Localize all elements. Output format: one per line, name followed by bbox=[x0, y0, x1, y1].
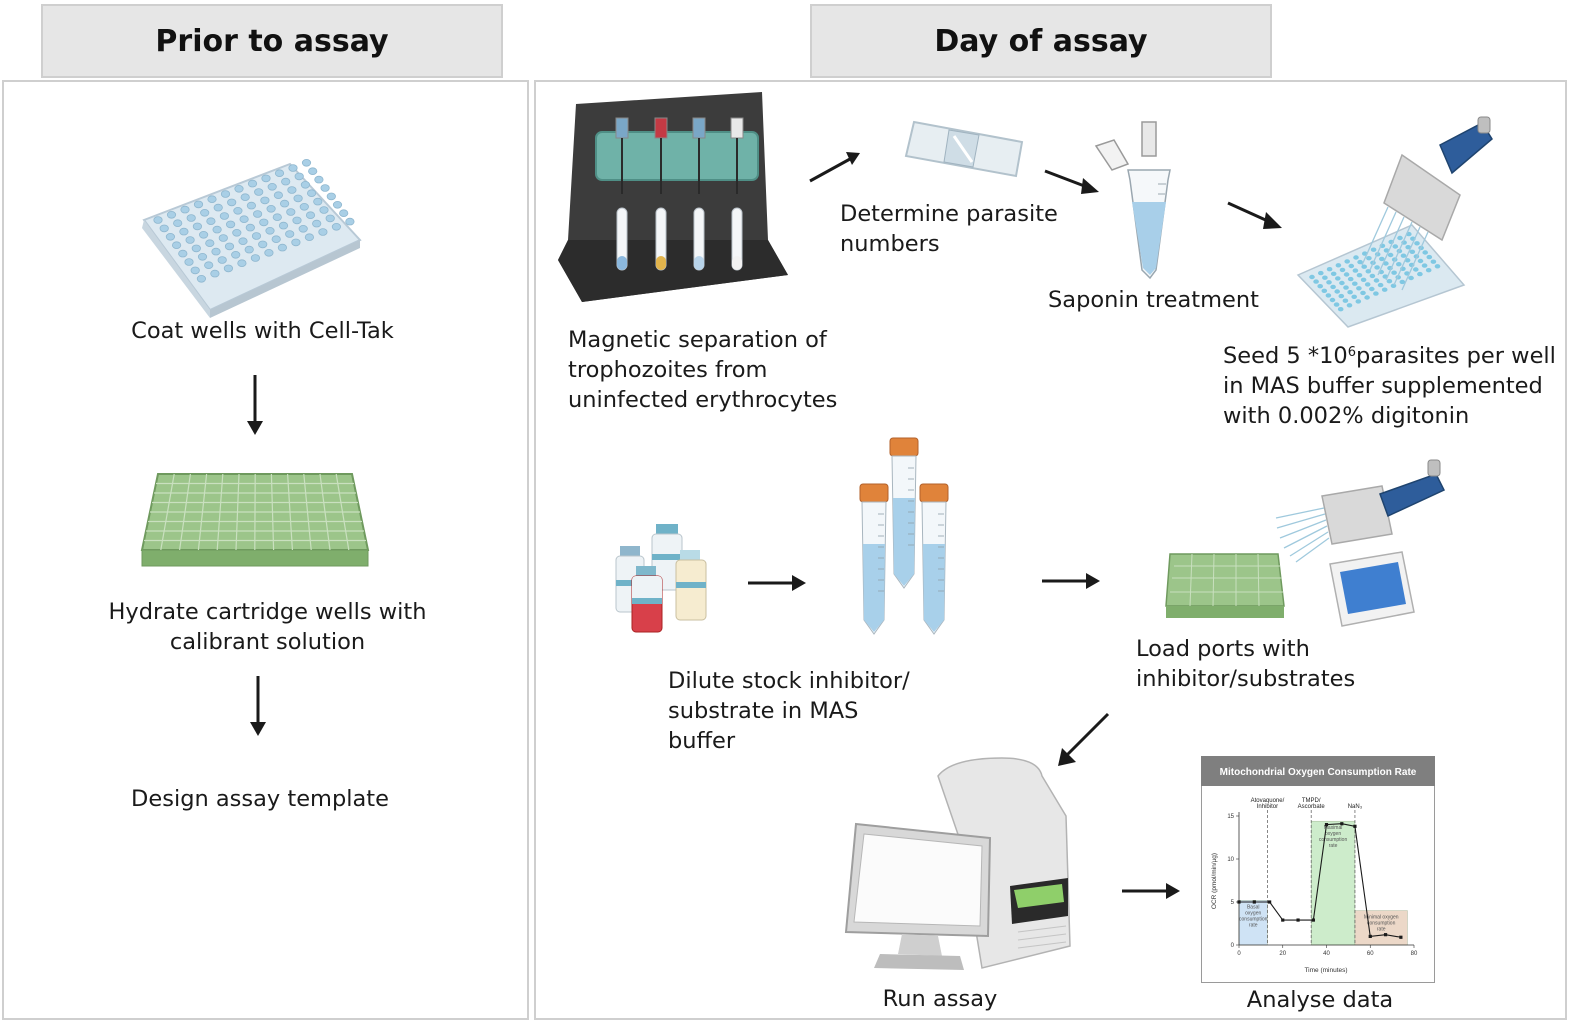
magnetic-separator-icon bbox=[558, 92, 788, 302]
chart-region-0 bbox=[1238, 900, 1268, 946]
seed-exponent: 6 bbox=[1347, 345, 1357, 360]
chart-annotation-2: NaN₃ bbox=[1348, 804, 1363, 810]
analyzer-instrument-icon bbox=[844, 757, 1071, 970]
header-day-of-assay: Day of assay bbox=[810, 4, 1272, 78]
label-hydrate-cartridge: Hydrate cartridge wells with calibrant s… bbox=[108, 599, 427, 655]
label-seed-parasites: Seed 5 *106parasites per well in MAS buff… bbox=[1223, 341, 1563, 431]
chart-x-tick-0: 0 bbox=[1237, 951, 1241, 957]
saponin-tube-icon bbox=[1094, 121, 1171, 280]
chart-region-2 bbox=[1354, 910, 1408, 946]
arrow-down-2 bbox=[250, 676, 266, 736]
chart-x-axis-label: Time (minutes) bbox=[1304, 967, 1347, 974]
cartridge-icon bbox=[140, 473, 370, 567]
chart-x-tick-60: 60 bbox=[1367, 951, 1374, 957]
chart-x-tick-80: 80 bbox=[1411, 951, 1418, 957]
chart-point-10 bbox=[1383, 933, 1388, 937]
label-coat-wells: Coat wells with Cell-Tak bbox=[131, 318, 394, 344]
multichannel-pipette-seed-icon bbox=[1296, 116, 1493, 328]
load-ports-icon bbox=[1165, 459, 1446, 627]
chart-point-4 bbox=[1296, 918, 1300, 922]
arrow-6 bbox=[1058, 712, 1110, 766]
chart-annotation-0: Atovaquone/Inhibitor bbox=[1251, 798, 1285, 810]
label-dilute-stock: Dilute stock inhibitor/ substrate in MAS… bbox=[668, 668, 910, 754]
chart-point-9 bbox=[1368, 934, 1372, 938]
chart-y-tick-5: 5 bbox=[1231, 900, 1235, 906]
chart-point-2 bbox=[1268, 900, 1272, 904]
label-magnetic-separation: Magnetic separation of trophozoites from… bbox=[568, 327, 838, 413]
arrow-4 bbox=[748, 575, 806, 591]
label-design-template: Design assay template bbox=[131, 786, 389, 812]
chart-y-tick-0: 0 bbox=[1231, 943, 1235, 949]
seed-text-rest: in MAS buffer supplemented with 0.002% d… bbox=[1223, 373, 1543, 429]
stock-vials-icon bbox=[615, 524, 707, 633]
arrow-7 bbox=[1122, 883, 1180, 899]
seed-text-post: parasites per well bbox=[1356, 343, 1556, 369]
arrow-5 bbox=[1042, 573, 1100, 589]
falcon-tubes-icon bbox=[859, 437, 949, 635]
well-plate-icon bbox=[142, 158, 362, 318]
arrow-3 bbox=[1227, 201, 1282, 229]
chart-title: Mitochondrial Oxygen Consumption Rate bbox=[1220, 767, 1417, 778]
chart-x-tick-40: 40 bbox=[1323, 951, 1330, 957]
chart-y-tick-10: 10 bbox=[1227, 857, 1234, 863]
chart-annotation-1: TMPD/Ascorbate bbox=[1298, 798, 1326, 810]
chart-x-tick-20: 20 bbox=[1279, 951, 1286, 957]
chart-series-line-0 bbox=[1239, 823, 1401, 938]
label-run-assay: Run assay bbox=[882, 986, 998, 1012]
chart-point-11 bbox=[1399, 935, 1403, 939]
chart-point-7 bbox=[1340, 822, 1344, 826]
chart-y-tick-15: 15 bbox=[1227, 814, 1234, 820]
label-saponin-treatment: Saponin treatment bbox=[1048, 287, 1259, 313]
chart-point-5 bbox=[1311, 918, 1315, 922]
chart-y-axis-label: OCR (pmol/min/µg) bbox=[1211, 853, 1218, 909]
chart-point-8 bbox=[1353, 824, 1357, 828]
label-load-ports: Load ports with inhibitor/substrates bbox=[1136, 636, 1356, 692]
label-analyse-data: Analyse data bbox=[1246, 987, 1394, 1013]
header-prior-to-assay: Prior to assay bbox=[41, 4, 503, 78]
chart-point-1 bbox=[1252, 900, 1256, 904]
arrow-down-1 bbox=[247, 375, 263, 435]
chart-title-bar bbox=[1201, 756, 1435, 786]
label-determine-numbers: Determine parasite numbers bbox=[840, 201, 1058, 257]
hemocytometer-icon bbox=[904, 120, 1024, 178]
ocr-chart: Mitochondrial Oxygen Consumption Rate Ba… bbox=[1201, 756, 1435, 983]
seed-text-pre: Seed 5 *10 bbox=[1223, 343, 1348, 369]
chart-point-0 bbox=[1237, 900, 1241, 904]
chart-point-6 bbox=[1324, 823, 1329, 827]
arrow-2 bbox=[1044, 169, 1099, 194]
arrow-1 bbox=[809, 152, 860, 183]
chart-point-3 bbox=[1281, 918, 1285, 922]
